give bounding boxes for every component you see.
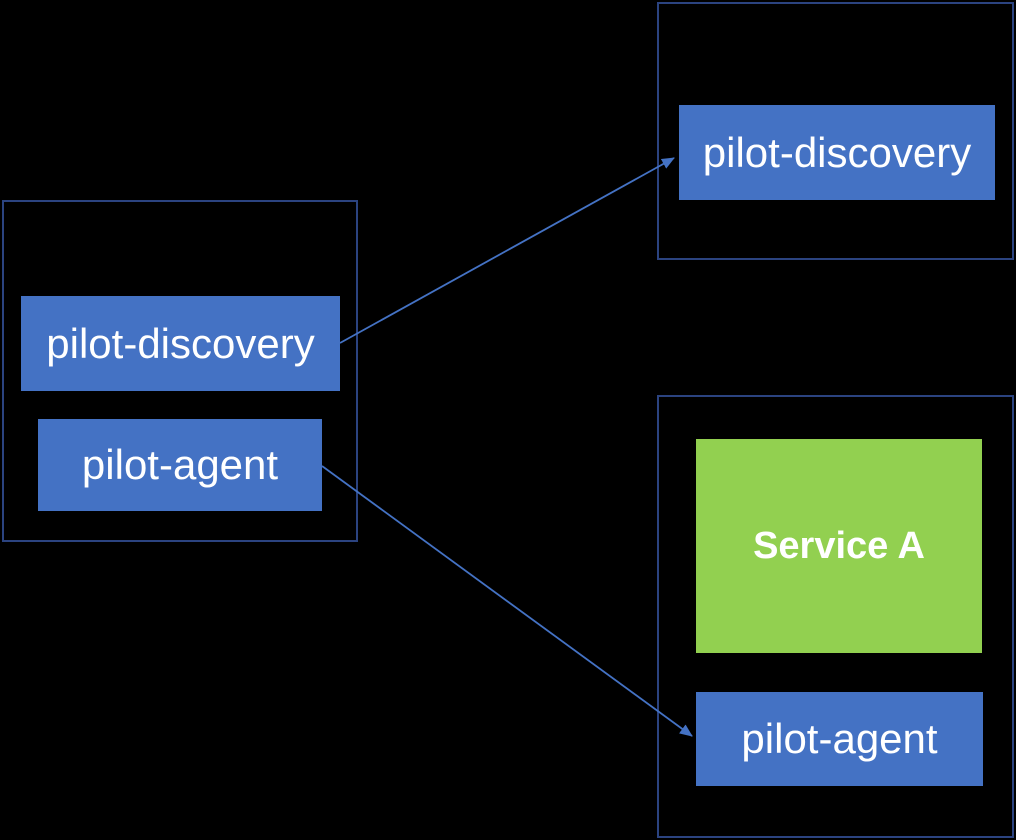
node-pilot-discovery-top-right-label: pilot-discovery [702, 128, 972, 176]
edge-pilot-agent-to-pilot-agent [321, 465, 693, 737]
node-pilot-agent-left: pilot-agent [38, 419, 322, 511]
node-pilot-discovery-top-right: pilot-discovery [679, 105, 995, 200]
node-pilot-agent-bottom-right-label: pilot-agent [741, 715, 938, 762]
node-pilot-agent-bottom-right: pilot-agent [696, 692, 983, 786]
container-top-right-pod [657, 2, 1014, 260]
edge-pilot-discovery-to-pilot-discovery [339, 157, 675, 344]
node-service-a: Service A [696, 439, 982, 653]
node-pilot-agent-left-label: pilot-agent [81, 441, 279, 488]
node-service-a-label: Service A [753, 524, 925, 567]
node-pilot-discovery-left: pilot-discovery [21, 296, 340, 391]
node-pilot-discovery-left-label: pilot-discovery [46, 319, 315, 367]
container-left-pod [2, 200, 358, 542]
